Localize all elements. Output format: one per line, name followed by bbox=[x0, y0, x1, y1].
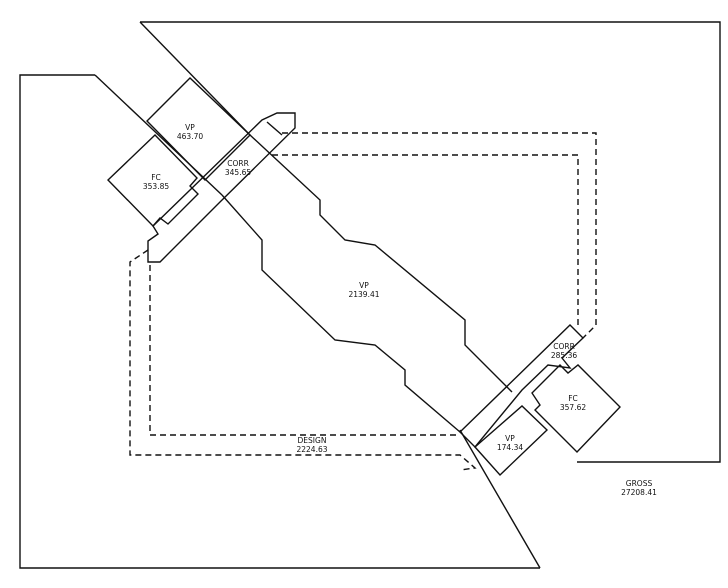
design-boundary-top-inner bbox=[272, 154, 579, 327]
label-gross-value: 27208.41 bbox=[621, 488, 657, 497]
label-vp-174-name: VP bbox=[505, 434, 515, 443]
label-fc-357-name: FC bbox=[568, 394, 578, 403]
label-vp-2139-value: 2139.41 bbox=[348, 290, 379, 299]
gross-boundary-left bbox=[19, 74, 540, 569]
design-boundary-inner bbox=[149, 265, 458, 436]
label-fc-353-value: 353.85 bbox=[143, 182, 169, 191]
corridor-upper-end bbox=[266, 121, 283, 136]
label-vp-174-value: 174.34 bbox=[497, 443, 523, 452]
label-corr-345-value: 345.65 bbox=[225, 168, 251, 177]
label-fc-353-name: FC bbox=[151, 173, 161, 182]
room-vp-2139-top bbox=[249, 134, 513, 393]
label-fc-357-value: 357.62 bbox=[560, 403, 586, 412]
label-corr-285-name: CORR bbox=[553, 342, 575, 351]
label-vp-2139-name: VP bbox=[359, 281, 369, 290]
label-design-name: DESIGN bbox=[298, 436, 327, 445]
corridor-lower bbox=[459, 324, 585, 449]
corridor-upper bbox=[147, 112, 296, 263]
room-vp-2139-bottom bbox=[221, 194, 461, 433]
label-design-value: 2224.63 bbox=[296, 445, 327, 454]
diagonal-upper bbox=[139, 21, 251, 136]
label-vp-463-value: 463.70 bbox=[177, 132, 203, 141]
gross-boundary-right bbox=[140, 21, 721, 463]
label-vp-463-name: VP bbox=[185, 123, 195, 132]
room-vp-174 bbox=[474, 405, 549, 477]
label-corr-285-value: 285.36 bbox=[551, 351, 577, 360]
design-boundary-top-outer bbox=[282, 132, 597, 339]
label-corr-345-name: CORR bbox=[227, 159, 249, 168]
diagonal-bottom bbox=[459, 429, 541, 569]
label-gross-name: GROSS bbox=[626, 479, 653, 488]
room-fc-357 bbox=[531, 364, 621, 454]
